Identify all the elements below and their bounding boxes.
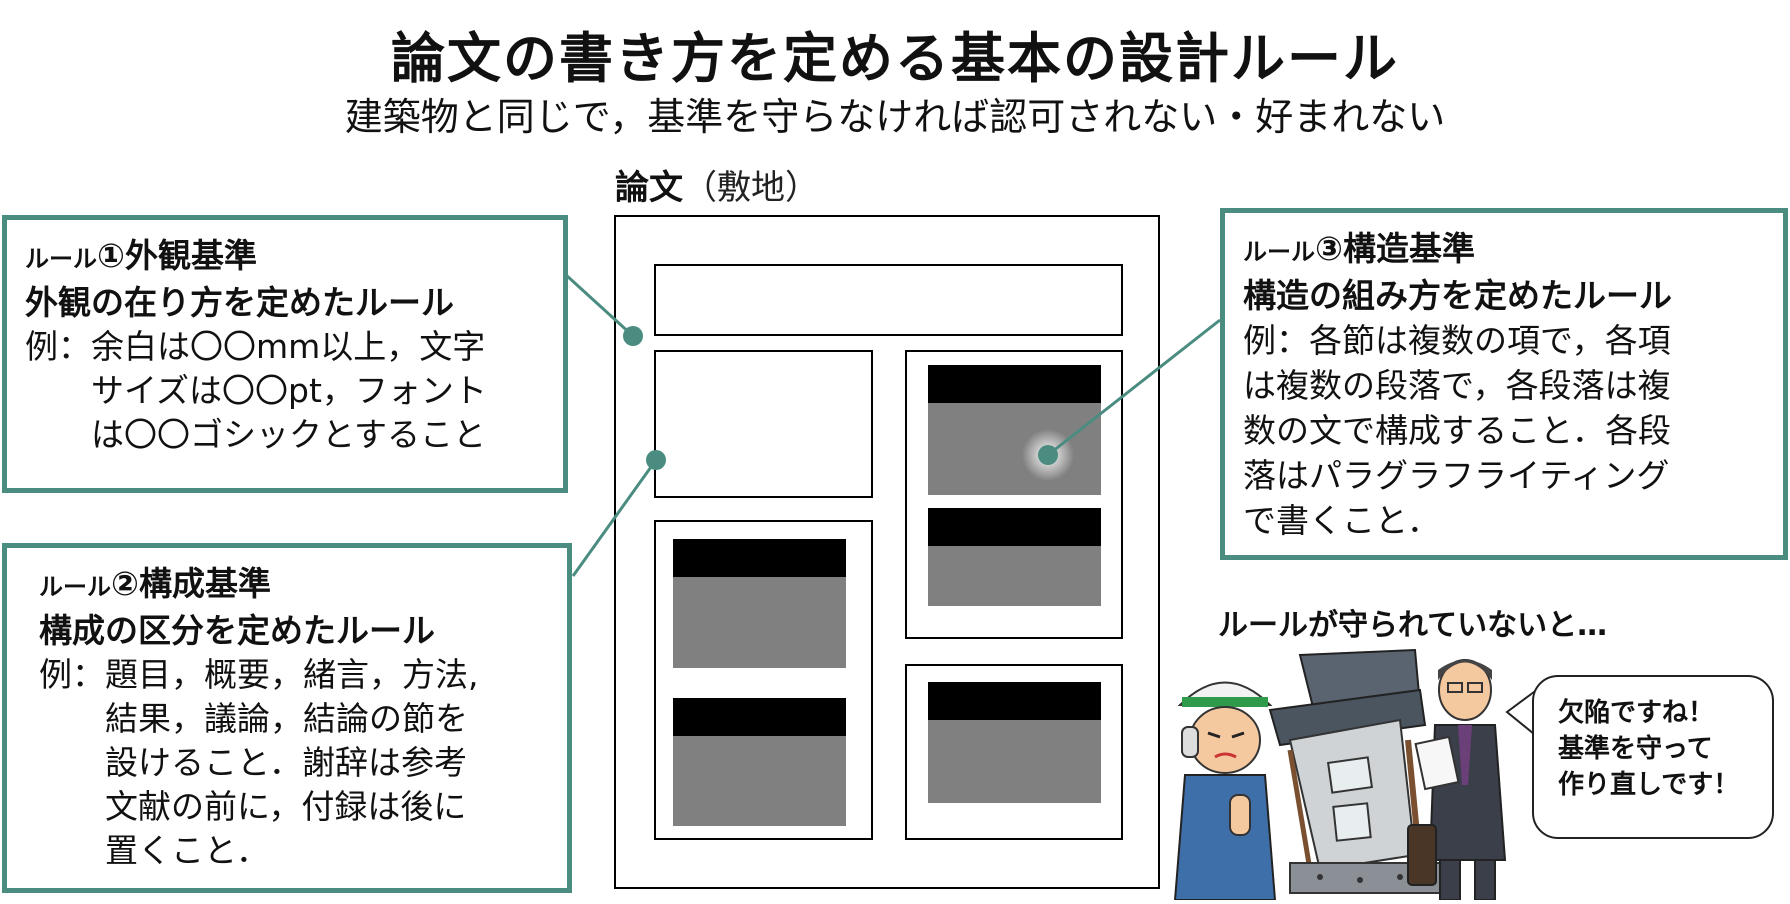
collapsed-building-illustration [1173,648,1507,900]
rule3-summary: 構造の組み方を定めたルール [1243,276,1672,315]
header-block [654,264,1123,336]
warning-text: ルールが守られていないと… [1218,608,1608,643]
paragraph-block [673,577,846,668]
rule1-example-label: 例： [25,327,91,366]
heading-bar [928,365,1101,403]
paragraph-block [928,720,1101,803]
speech-line: 欠陥ですね！ [1558,698,1715,728]
construction-worker-icon [1173,681,1277,900]
paragraph-block [673,736,846,826]
page-subtitle: 建築物と同じで，基準を守らなければ認可されない・好まれない [344,95,1446,139]
rule3-box: ルール③構造基準 構造の組み方を定めたルール 例：各節は複数の項で，各項 は複数… [1220,208,1788,560]
rule2-example-line: 置くこと． [105,831,270,870]
rule3-prefix: ルール [1243,238,1315,266]
speech-bubble: 欠陥ですね！ 基準を守って 作り直しです！ [1532,675,1774,839]
heading-bar [673,698,846,736]
speech-line: 作り直しです！ [1558,770,1740,800]
document-label: 論文（敷地） [615,160,819,209]
rule2-heading: ルール②構成基準 [39,562,549,609]
rule1-heading: ルール①外観基準 [25,234,545,281]
rule1-box: ルール①外観基準 外観の在り方を定めたルール 例： 余白は〇〇mm以上，文字 サ… [2,215,568,493]
rule1-name: 外観基準 [124,236,257,275]
rule3-number: ③ [1315,229,1343,268]
rule1-prefix: ルール [25,245,97,273]
rule2-example-line: 題目，概要，緒言，方法, [105,655,479,694]
rule3-example-line: で書くこと． [1243,501,1441,540]
rule1-example-line: は〇〇ゴシックとすること [91,415,487,454]
connector-dot-rule2 [646,450,666,470]
speech-line: 基準を守って [1558,734,1713,764]
heading-bar [928,682,1101,720]
rule2-example-line: 文献の前に，付録は後に [105,787,467,826]
rule2-number: ② [111,564,139,603]
rule1-example-line: サイズは〇〇pt，フォント [91,371,487,410]
rule2-prefix: ルール [39,573,111,601]
rule3-name: 構造基準 [1342,229,1475,268]
connector-rule2 [571,459,658,577]
section-block-empty [654,350,873,498]
rule3-example: 例：各節は複数の項で，各項 は複数の段落で，各段落は複 数の文で構成すること．各… [1243,318,1765,543]
rule2-example-line: 設けること．謝辞は参考 [105,743,468,782]
document-label-sub: （敷地） [683,168,819,208]
rule1-example-line: 余白は〇〇mm以上，文字 [91,327,486,366]
rule2-summary: 構成の区分を定めたルール [39,611,435,650]
rule1-number: ① [97,236,125,275]
rule3-example-line: 例：各節は複数の項で，各項 [1243,321,1671,360]
heading-bar [928,508,1101,546]
connector-rule1 [564,273,635,338]
heading-bar [673,539,846,577]
connector-rule3 [1047,318,1221,457]
rule2-box: ルール②構成基準 構成の区分を定めたルール 例： 題目，概要，緒言，方法, 結果… [2,543,572,893]
inspector-icon [1407,659,1507,900]
rule1-example: 例： 余白は〇〇mm以上，文字 サイズは〇〇pt，フォント は〇〇ゴシックとする… [25,325,545,457]
paragraph-block [928,403,1101,495]
rule2-example-line: 結果，議論，結論の節を [105,699,468,738]
rule3-example-line: 落はパラグラフライティング [1243,456,1670,495]
connector-dot-rule3 [1038,445,1058,465]
rule2-example: 例： 題目，概要，緒言，方法, 結果，議論，結論の節を 設けること．謝辞は参考 … [39,653,549,873]
rule3-example-line: は複数の段落で，各段落は複 [1243,366,1671,405]
page-title: 論文の書き方を定める基本の設計ルール [391,27,1399,90]
connector-dot-rule1 [623,326,643,346]
document-label-main: 論文 [615,168,683,208]
collapsing-building-icon [1268,648,1441,894]
rule3-example-line: 数の文で構成すること．各段 [1243,411,1672,450]
rule3-heading: ルール③構造基準 [1243,227,1765,274]
rule2-example-label: 例： [39,655,105,694]
rule2-name: 構成基準 [138,564,271,603]
rule1-summary: 外観の在り方を定めたルール [25,283,454,322]
paragraph-block [928,546,1101,606]
